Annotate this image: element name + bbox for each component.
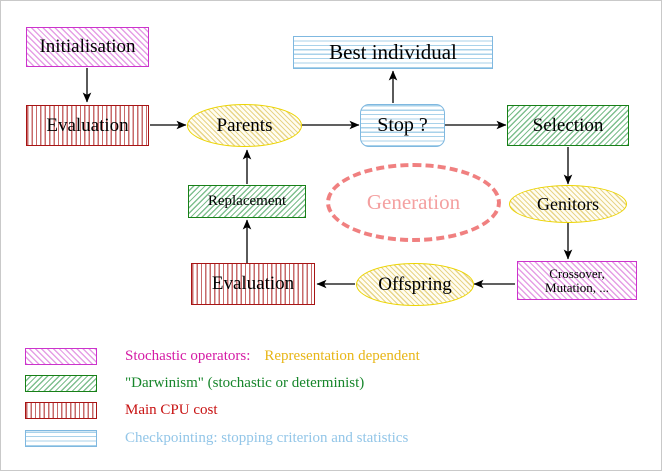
- node-evaluation-bottom[interactable]: Evaluation: [191, 263, 315, 305]
- legend-swatch-red-vertical-hatch: [25, 401, 97, 419]
- node-initialisation-label: Initialisation: [39, 36, 136, 58]
- node-replacement[interactable]: Replacement: [188, 185, 306, 218]
- legend-row-checkpointing: Checkpointing: stopping criterion and st…: [25, 423, 408, 453]
- legend-swatch-blue-horizontal-hatch: [25, 429, 97, 447]
- legend-label-darwinism: "Darwinism" (stochastic or determinist): [125, 374, 365, 391]
- node-parents-label: Parents: [216, 114, 273, 136]
- node-generation-label: Generation: [366, 190, 461, 214]
- node-best-individual[interactable]: Best individual: [293, 36, 493, 69]
- node-genitors[interactable]: Genitors: [509, 185, 627, 223]
- legend-swatch-magenta-diagonal-hatch: [25, 347, 97, 365]
- node-offspring-label: Offspring: [378, 273, 452, 295]
- node-selection-label: Selection: [532, 114, 604, 136]
- node-replacement-label: Replacement: [207, 192, 287, 209]
- node-stop[interactable]: Stop ?: [360, 104, 445, 147]
- node-crossover-mutation-label: Crossover, Mutation, ...: [545, 266, 609, 295]
- node-initialisation[interactable]: Initialisation: [26, 27, 149, 67]
- legend-row-cpu-cost: Main CPU cost: [25, 395, 218, 425]
- legend-row-darwinism: "Darwinism" (stochastic or determinist): [25, 368, 364, 398]
- legend-label-stochastic-operators: Stochastic operators:: [125, 347, 251, 364]
- legend-row-stochastic: Stochastic operators: Representation dep…: [25, 341, 420, 371]
- node-parents[interactable]: Parents: [187, 104, 302, 147]
- node-best-individual-label: Best individual: [329, 39, 457, 64]
- legend-label-representation-dependent: Representation dependent: [264, 347, 420, 364]
- node-selection[interactable]: Selection: [507, 105, 629, 146]
- node-crossover-mutation[interactable]: Crossover, Mutation, ...: [517, 261, 637, 300]
- node-generation: Generation: [326, 163, 501, 242]
- legend-label-main-cpu-cost: Main CPU cost: [125, 401, 218, 418]
- node-evaluation-top-label: Evaluation: [46, 114, 129, 136]
- legend-label-checkpointing: Checkpointing: stopping criterion and st…: [125, 429, 409, 446]
- legend-swatch-green-diagonal-hatch: [25, 374, 97, 392]
- node-stop-label: Stop ?: [377, 114, 428, 137]
- node-evaluation-bottom-label: Evaluation: [211, 273, 295, 295]
- legend: Stochastic operators: Representation dep…: [1, 337, 661, 470]
- node-genitors-label: Genitors: [537, 193, 599, 214]
- node-evaluation-top[interactable]: Evaluation: [26, 105, 149, 146]
- node-offspring[interactable]: Offspring: [356, 263, 474, 306]
